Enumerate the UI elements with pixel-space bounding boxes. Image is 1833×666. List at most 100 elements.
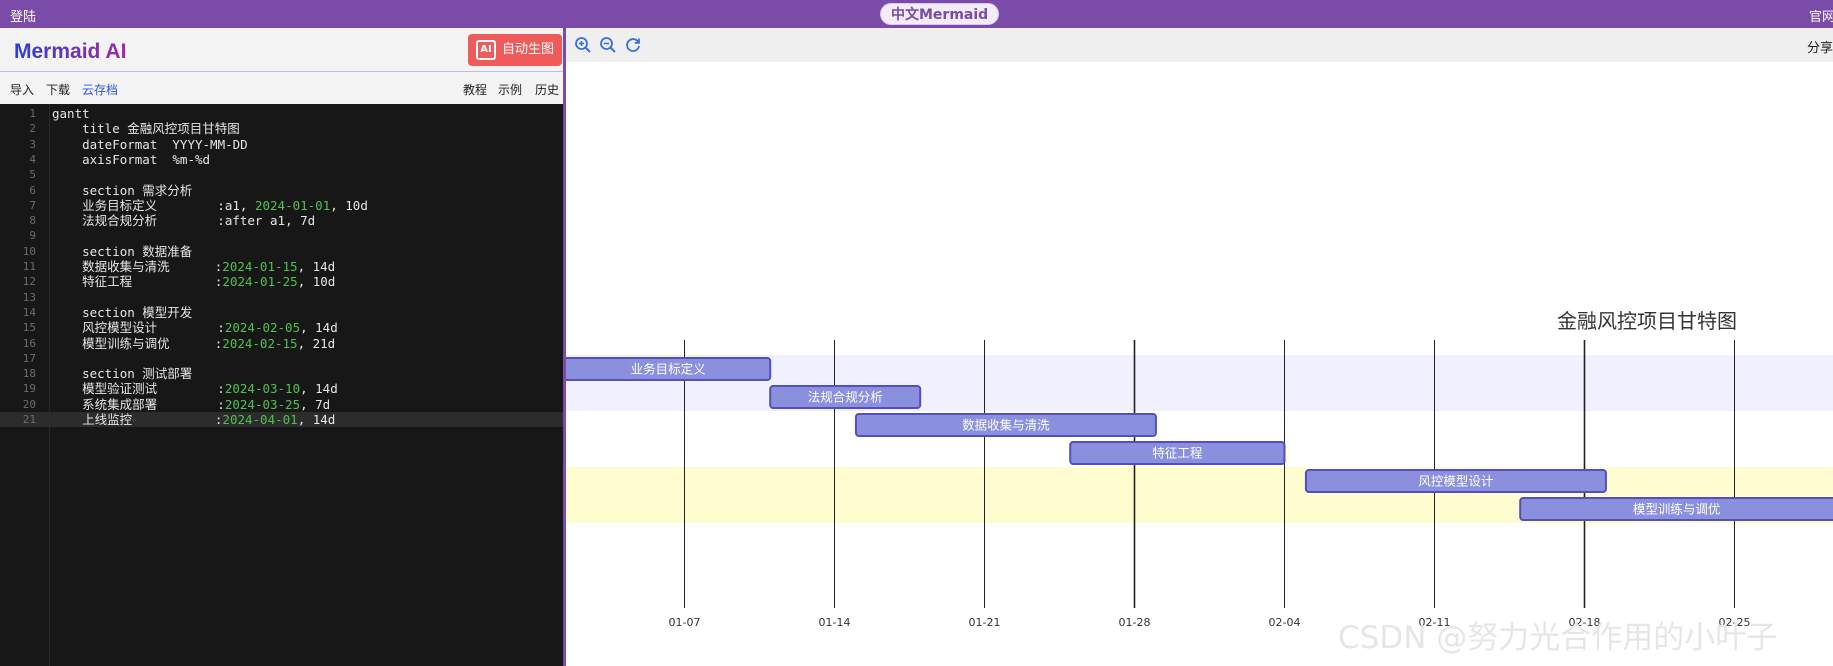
task-bar	[854, 413, 1157, 437]
gantt-chart: 01-07 01-14 01-21 01-28 02-04 02-11 02-18 02-25…	[566, 28, 1833, 666]
share-button[interactable]: 分享	[1806, 41, 1833, 56]
code-line[interactable]: 5	[0, 167, 563, 182]
code-line[interactable]: 12 特征工程 :2024-01-25, 10d	[0, 274, 563, 289]
download-button[interactable]: 下载	[46, 83, 71, 97]
code-line[interactable]: 10 section 数据准备	[0, 244, 563, 259]
preview-panel: 分享	[566, 28, 1833, 666]
code-line[interactable]: 18 section 测试部署	[0, 366, 563, 381]
brand-badge[interactable]: 中文Mermaid	[880, 3, 1000, 25]
task-bar	[1069, 441, 1286, 465]
code-line[interactable]: 6 section 需求分析	[0, 183, 563, 198]
code-line[interactable]: 14 section 模型开发	[0, 305, 563, 320]
examples-link[interactable]: 示例	[498, 83, 523, 97]
code-text: 特征工程 :2024-01-25, 10d	[52, 274, 336, 290]
line-number: 11	[22, 260, 36, 273]
line-number: 21	[22, 413, 36, 426]
preview-toolbar: 分享	[566, 28, 1833, 62]
code-line[interactable]: 8 法规合规分析 :after a1, 7d	[0, 213, 563, 228]
x-tick-label: 02-04	[1269, 616, 1301, 629]
top-bar: 登陆 中文Mermaid 官网	[0, 0, 1833, 28]
code-text: section 模型开发	[52, 304, 193, 320]
x-tick-label: 01-28	[1119, 616, 1151, 629]
line-number: 19	[22, 382, 36, 396]
line-number: 2	[29, 122, 36, 136]
line-number: 6	[29, 183, 36, 197]
line-number: 17	[22, 351, 36, 365]
task-bar	[1519, 497, 1833, 521]
code-line[interactable]: 11 数据收集与清洗 :2024-01-15, 14d	[0, 259, 563, 274]
reset-zoom-icon[interactable]	[624, 36, 642, 54]
zoom-out-icon[interactable]	[599, 36, 617, 54]
code-line[interactable]: 9	[0, 228, 563, 243]
line-number: 13	[22, 290, 36, 304]
code-line[interactable]: 21 上线监控 :2024-04-01, 14d	[0, 412, 563, 428]
login-link[interactable]: 登陆	[10, 10, 37, 25]
x-tick-label: 01-07	[669, 616, 701, 629]
x-tick-label: 01-14	[819, 616, 851, 629]
code-text: 模型训练与调优 :2024-02-15, 21d	[52, 335, 336, 351]
line-number: 9	[29, 229, 36, 243]
task-label: 模型训练与调优	[1633, 502, 1721, 517]
editor-panel: Mermaid AI AI 自动生图 导入 下载 云存档 教程 示例 历史 1 g…	[0, 28, 566, 666]
code-text: 模型验证测试 :2024-03-10, 14d	[52, 381, 338, 397]
auto-generate-button[interactable]: AI 自动生图	[468, 34, 562, 66]
official-site-link[interactable]: 官网	[1809, 10, 1833, 25]
code-text: gantt	[52, 106, 90, 121]
line-number: 4	[29, 152, 36, 166]
task-bar	[769, 385, 922, 409]
line-number: 20	[22, 397, 36, 411]
code-line[interactable]: 3 dateFormat YYYY-MM-DD	[0, 137, 563, 152]
code-line[interactable]: 1 gantt	[0, 106, 563, 121]
code-text: dateFormat YYYY-MM-DD	[52, 136, 248, 152]
code-line[interactable]: 4 axisFormat %m-%d	[0, 152, 563, 167]
x-tick-label: 02-18	[1569, 616, 1601, 629]
watermark: CSDN @努力光合作用的小叶子	[1338, 620, 1778, 656]
code-text: 系统集成部署 :2024-03-25, 7d	[52, 396, 331, 412]
x-tick-label: 01-21	[969, 616, 1001, 629]
code-line[interactable]: 20 系统集成部署 :2024-03-25, 7d	[0, 397, 563, 412]
line-number: 7	[29, 198, 36, 212]
auto-generate-label: 自动生图	[502, 42, 555, 57]
task-bar	[566, 357, 772, 381]
task-label: 风控模型设计	[1418, 474, 1493, 489]
x-tick-label: 02-11	[1419, 616, 1451, 629]
cloud-save-button[interactable]: 云存档	[82, 83, 119, 97]
code-line[interactable]: 7 业务目标定义 :a1, 2024-01-01, 10d	[0, 198, 563, 213]
code-line[interactable]: 2 title 金融风控项目甘特图	[0, 121, 563, 136]
code-line[interactable]: 17	[0, 351, 563, 366]
line-number: 14	[22, 305, 36, 319]
chart-title: 金融风控项目甘特图	[1557, 309, 1737, 333]
line-gutter	[0, 104, 50, 666]
line-number: 1	[29, 107, 36, 120]
code-text: section 数据准备	[52, 243, 193, 259]
editor-toolbar: 导入 下载 云存档 教程 示例 历史	[0, 72, 563, 104]
code-text: section 需求分析	[52, 182, 193, 198]
import-button[interactable]: 导入	[10, 83, 35, 97]
x-tick-label: 02-25	[1719, 616, 1751, 629]
line-number: 12	[22, 275, 36, 289]
code-text: 上线监控 :2024-04-01, 14d	[52, 412, 336, 427]
task-label: 特征工程	[1152, 446, 1203, 461]
ai-chip-icon: AI	[476, 40, 496, 60]
task-label: 法规合规分析	[808, 390, 883, 405]
code-line[interactable]: 13	[0, 290, 563, 305]
code-line[interactable]: 16 模型训练与调优 :2024-02-15, 21d	[0, 336, 563, 351]
line-number: 3	[29, 137, 36, 151]
line-number: 10	[22, 244, 36, 258]
code-line[interactable]: 15 风控模型设计 :2024-02-05, 14d	[0, 320, 563, 335]
history-link[interactable]: 历史	[535, 83, 560, 97]
tutorial-link[interactable]: 教程	[463, 83, 488, 97]
code-text: 风控模型设计 :2024-02-05, 14d	[52, 320, 338, 336]
gantt-svg: 01-07 01-14 01-21 01-28 02-04 02-11 02-18 02-25…	[566, 309, 1833, 629]
code-text: 法规合规分析 :after a1, 7d	[52, 213, 316, 229]
code-text: 业务目标定义 :a1, 2024-01-01, 10d	[52, 197, 368, 213]
line-number: 18	[22, 367, 36, 381]
line-number: 16	[22, 336, 36, 350]
editor-header: Mermaid AI AI 自动生图	[0, 28, 563, 72]
task-label: 数据收集与清洗	[962, 418, 1050, 433]
code-line[interactable]: 19 模型验证测试 :2024-03-10, 14d	[0, 381, 563, 396]
zoom-in-icon[interactable]	[574, 36, 592, 54]
line-number: 15	[22, 321, 36, 335]
task-bar	[1304, 469, 1607, 493]
